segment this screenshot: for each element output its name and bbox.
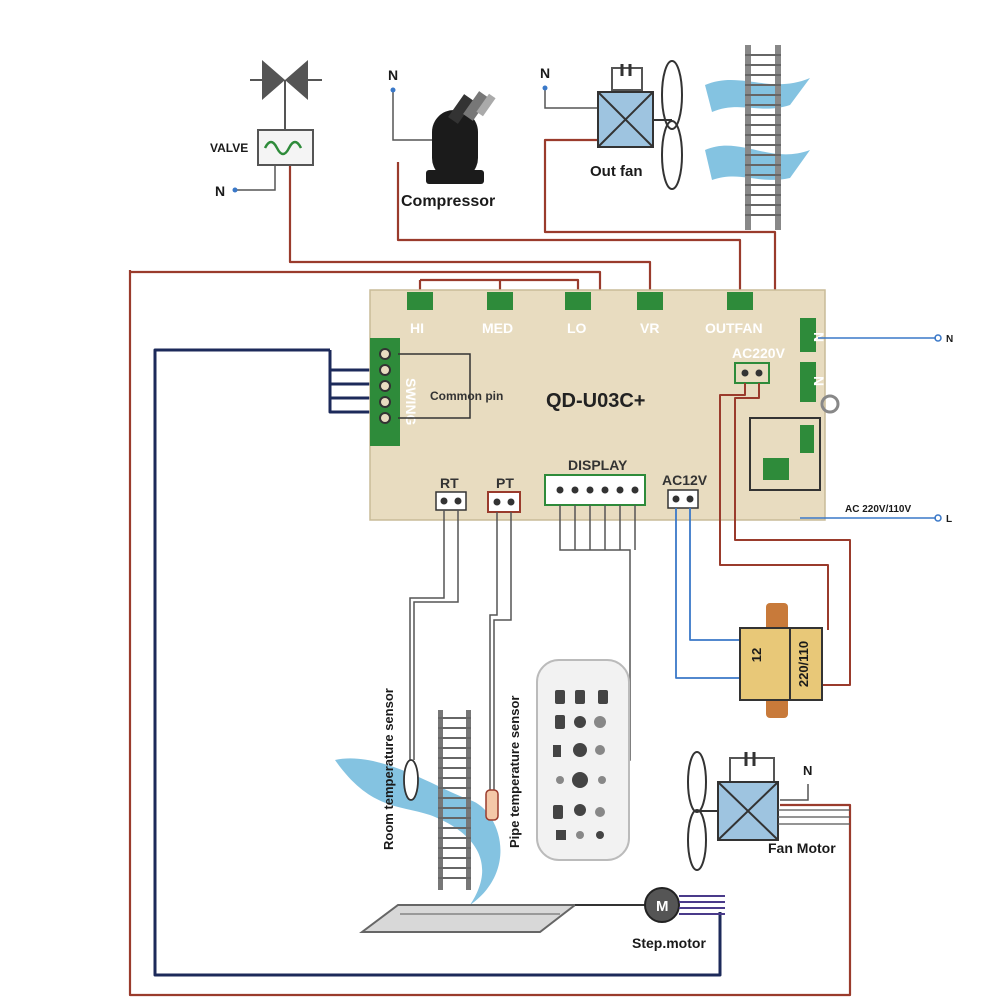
wire-compressor bbox=[396, 162, 742, 290]
n-pin-1-label: N bbox=[811, 332, 827, 342]
out-fan-label: Out fan bbox=[590, 163, 643, 180]
compressor-label: Compressor bbox=[401, 193, 495, 210]
control-board: HI MED LO VR OUTFAN N N AC220V SWING Com… bbox=[369, 289, 840, 521]
n-pin-2-label: N bbox=[811, 376, 827, 386]
room-sensor-label: Room temperature sensor bbox=[381, 688, 396, 850]
pipe-temperature-sensor: Pipe temperature sensor bbox=[485, 696, 522, 848]
pipe-sensor-label: Pipe temperature sensor bbox=[507, 696, 522, 848]
valve: VALVE N bbox=[210, 60, 322, 199]
sensor-wires bbox=[409, 505, 636, 790]
display-label: DISPLAY bbox=[568, 457, 628, 473]
pipe-probe-icon bbox=[485, 789, 499, 821]
power-lines: N AC 220V/110V L bbox=[800, 334, 953, 525]
n-compressor-label: N bbox=[388, 67, 398, 83]
connector-outfan bbox=[727, 292, 753, 310]
indoor-fan-blade-icon bbox=[687, 751, 718, 871]
pt-connector bbox=[487, 491, 521, 513]
connector-lo bbox=[565, 292, 591, 310]
valve-label: VALVE bbox=[210, 141, 248, 155]
connector-med bbox=[487, 292, 513, 310]
neutral-wires bbox=[235, 88, 598, 191]
compressor-terminals-icon bbox=[448, 91, 496, 124]
room-temperature-sensor: Room temperature sensor bbox=[381, 688, 419, 850]
compressor: N Compressor bbox=[388, 67, 496, 210]
pin-vr-label: VR bbox=[640, 320, 659, 336]
capacitor-icon bbox=[611, 67, 643, 91]
rt-label: RT bbox=[440, 475, 459, 491]
connector-n-1 bbox=[800, 318, 816, 352]
sensor-probe-icon bbox=[403, 759, 419, 801]
pin-hi-label: HI bbox=[410, 320, 424, 336]
step-motor-label: Step.motor bbox=[632, 935, 706, 951]
compressor-body bbox=[432, 110, 478, 180]
valve-symbol-icon bbox=[262, 60, 285, 100]
step-motor-body bbox=[644, 887, 680, 923]
n-outfan-label: N bbox=[540, 65, 550, 81]
airflow-evaporator-icon bbox=[335, 758, 501, 905]
condenser-coil bbox=[705, 45, 810, 230]
relay bbox=[749, 417, 821, 491]
louver-icon bbox=[359, 904, 578, 933]
wire-top-red bbox=[130, 270, 602, 290]
wire-outer-red bbox=[128, 270, 852, 997]
common-pin-label: Common pin bbox=[430, 389, 503, 403]
fan-blade-icon bbox=[653, 60, 683, 190]
fan-motor-label: Fan Motor bbox=[768, 840, 836, 856]
wire-swing-navy bbox=[153, 348, 722, 977]
wire-n-valve bbox=[235, 165, 276, 191]
l-line-label: L bbox=[946, 514, 952, 525]
swing-label: SWING bbox=[403, 378, 419, 426]
transformer: 12 220/110 bbox=[739, 603, 823, 718]
board-model-label: QD-U03C+ bbox=[546, 390, 645, 412]
fan-motor: N Fan Motor bbox=[687, 751, 850, 871]
connector-vr bbox=[637, 292, 663, 310]
wire-valve bbox=[288, 165, 652, 290]
rt-connector bbox=[435, 491, 467, 511]
ac12v-label: AC12V bbox=[662, 472, 708, 488]
valve-coil bbox=[257, 129, 314, 166]
n-fan-motor-label: N bbox=[803, 763, 812, 778]
transformer-primary-label: 220/110 bbox=[796, 641, 811, 687]
ac220v-pin-label: AC220V bbox=[732, 345, 786, 361]
display-panel bbox=[536, 659, 630, 861]
pin-med-label: MED bbox=[482, 320, 513, 336]
pin-outfan-label: OUTFAN bbox=[705, 320, 763, 336]
connector-n-2 bbox=[800, 362, 816, 402]
wire-lo bbox=[420, 278, 580, 292]
ac-supply-label: AC 220V/110V bbox=[845, 504, 911, 515]
n-line-label: N bbox=[946, 334, 953, 345]
n-valve-label: N bbox=[215, 183, 225, 199]
wire-swing-navy-2 bbox=[328, 350, 370, 414]
wire-n-outfan bbox=[544, 88, 598, 109]
wire-n-compressor bbox=[392, 90, 432, 141]
pin-lo-label: LO bbox=[567, 320, 587, 336]
motor-m-label: M bbox=[656, 898, 669, 915]
connector-hi bbox=[407, 292, 433, 310]
pt-label: PT bbox=[496, 475, 514, 491]
mounting-hole-icon bbox=[820, 394, 840, 414]
ac12v-connector bbox=[667, 489, 699, 509]
fan-motor-capacitor-icon bbox=[729, 757, 775, 783]
transformer-secondary-label: 12 bbox=[749, 648, 764, 662]
sine-wave-icon bbox=[263, 140, 303, 156]
transformer-wires bbox=[675, 383, 851, 686]
outer-wires bbox=[128, 270, 852, 997]
step-motor: M Step.motor bbox=[359, 887, 725, 951]
out-fan: N Out fan bbox=[540, 60, 683, 190]
evaporator bbox=[335, 710, 501, 905]
